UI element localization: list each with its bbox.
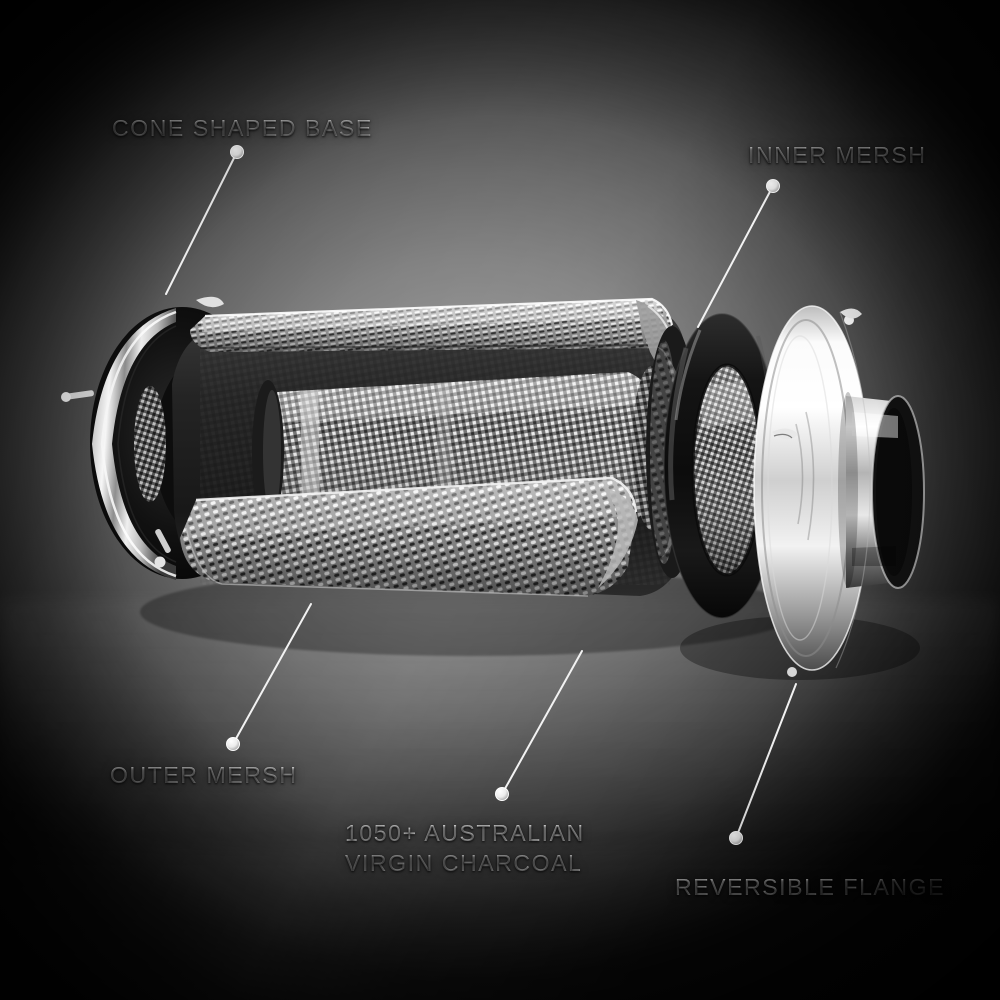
vignette-overlay	[0, 0, 1000, 1000]
product-diagram-canvas: CONE SHAPED BASE INNER MERSH OUTER MERSH…	[0, 0, 1000, 1000]
